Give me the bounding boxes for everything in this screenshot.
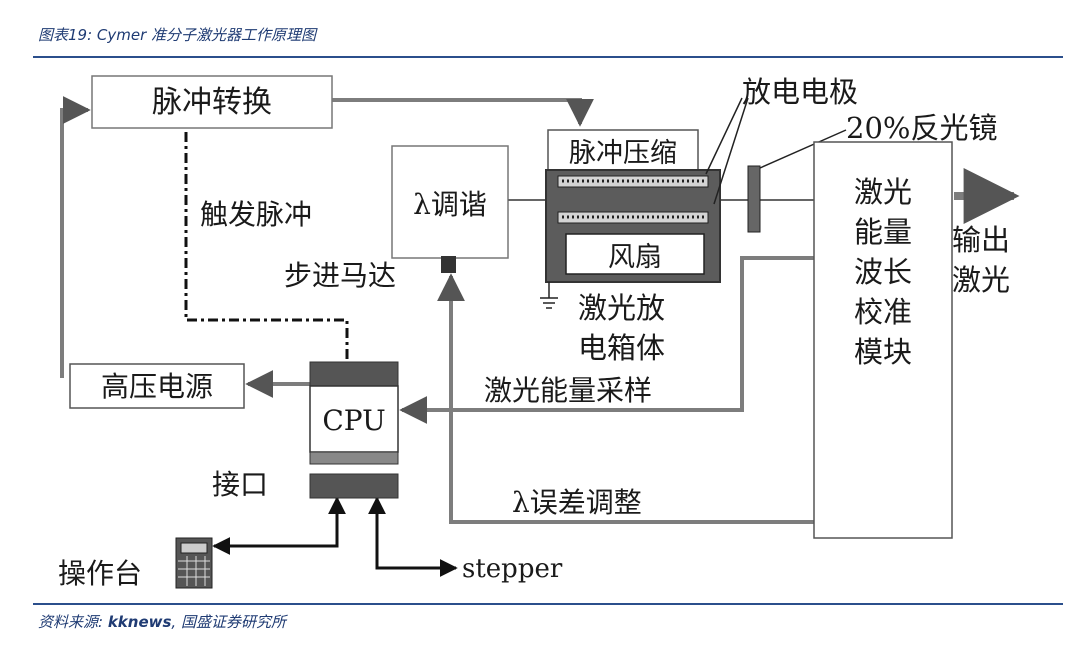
interface-block [309, 473, 399, 499]
reflector-leader-line [759, 129, 847, 169]
bottom-rule [33, 603, 1063, 605]
fan-box [565, 233, 705, 275]
output-laser-label-2: 激光 [952, 263, 1010, 297]
electrode-leader-lines [705, 97, 749, 205]
stepper-motor-label: 步进马达 [284, 259, 396, 292]
top-rule [33, 56, 1063, 58]
lambda-error-label: λ误差调整 [512, 486, 642, 519]
pulse-convert-box [91, 75, 333, 129]
figure-caption: 图表19: Cymer 准分子激光器工作原理图 [38, 24, 316, 45]
interface-label: 接口 [212, 468, 268, 501]
calibration-module-label: 激光 能量 波长 校准 模块 [854, 175, 912, 369]
source-prefix: 资料来源: [38, 613, 108, 631]
cpu-stepper-line [368, 496, 458, 577]
caption-title: Cymer 准分子激光器工作原理图 [96, 26, 317, 44]
source-rest: , 国盛证券研究所 [171, 613, 286, 631]
discharge-electrode-label: 放电电极 [742, 75, 858, 109]
cpu-console-line [212, 496, 346, 555]
discharge-box: 脉冲压缩 风扇 [545, 129, 721, 283]
interface-lines [212, 496, 458, 577]
module-line-3: 波长 [854, 255, 912, 289]
calibration-module-box [813, 141, 953, 539]
hv-supply-label: 高压电源 [101, 370, 213, 403]
module-line-1: 激光 [854, 175, 912, 209]
energy-sampling-line [399, 256, 814, 424]
energy-sampling-label: 激光能量采样 [484, 374, 652, 407]
trigger-pulse-label: 触发脉冲 [200, 198, 312, 231]
cpu-box [309, 385, 399, 453]
source-site: kknews [107, 613, 172, 631]
module-line-5: 模块 [854, 335, 912, 369]
module-line-2: 能量 [854, 215, 912, 249]
stepper-motor-block [441, 256, 456, 273]
console-label: 操作台 [58, 557, 142, 590]
pulse-compress-label: 脉冲压缩 [569, 138, 677, 169]
pulse-convert-label: 脉冲转换 [152, 85, 272, 120]
caption-prefix: 图表19: [38, 26, 97, 44]
cpu-top-bar [309, 361, 399, 387]
ground-icon [540, 282, 558, 309]
discharge-box-label-1: 激光放 [578, 291, 665, 325]
trigger-pulse-line [184, 132, 349, 362]
cpu-label: CPU [322, 404, 385, 437]
hv-supply-box [69, 363, 245, 409]
reflector-label: 20%反光镜 [846, 111, 997, 145]
fan-label: 风扇 [608, 242, 662, 273]
module-line-4: 校准 [854, 295, 912, 329]
discharge-box-label-2: 电箱体 [578, 331, 665, 365]
pulse-to-compress-line [332, 98, 594, 127]
lambda-tune-label: λ调谐 [413, 188, 487, 221]
stepper-label: stepper [462, 554, 563, 584]
lambda-tune-box [391, 145, 509, 259]
cpu-bottom-bar [309, 451, 399, 465]
keypad-icon [175, 537, 213, 589]
reflector-mirror [747, 165, 761, 233]
pulse-compress-box [547, 129, 699, 171]
hv-feedback-line [60, 96, 91, 378]
output-laser-label-1: 输出 [952, 223, 1010, 257]
source-note: 资料来源: kknews, 国盛证券研究所 [38, 611, 286, 632]
